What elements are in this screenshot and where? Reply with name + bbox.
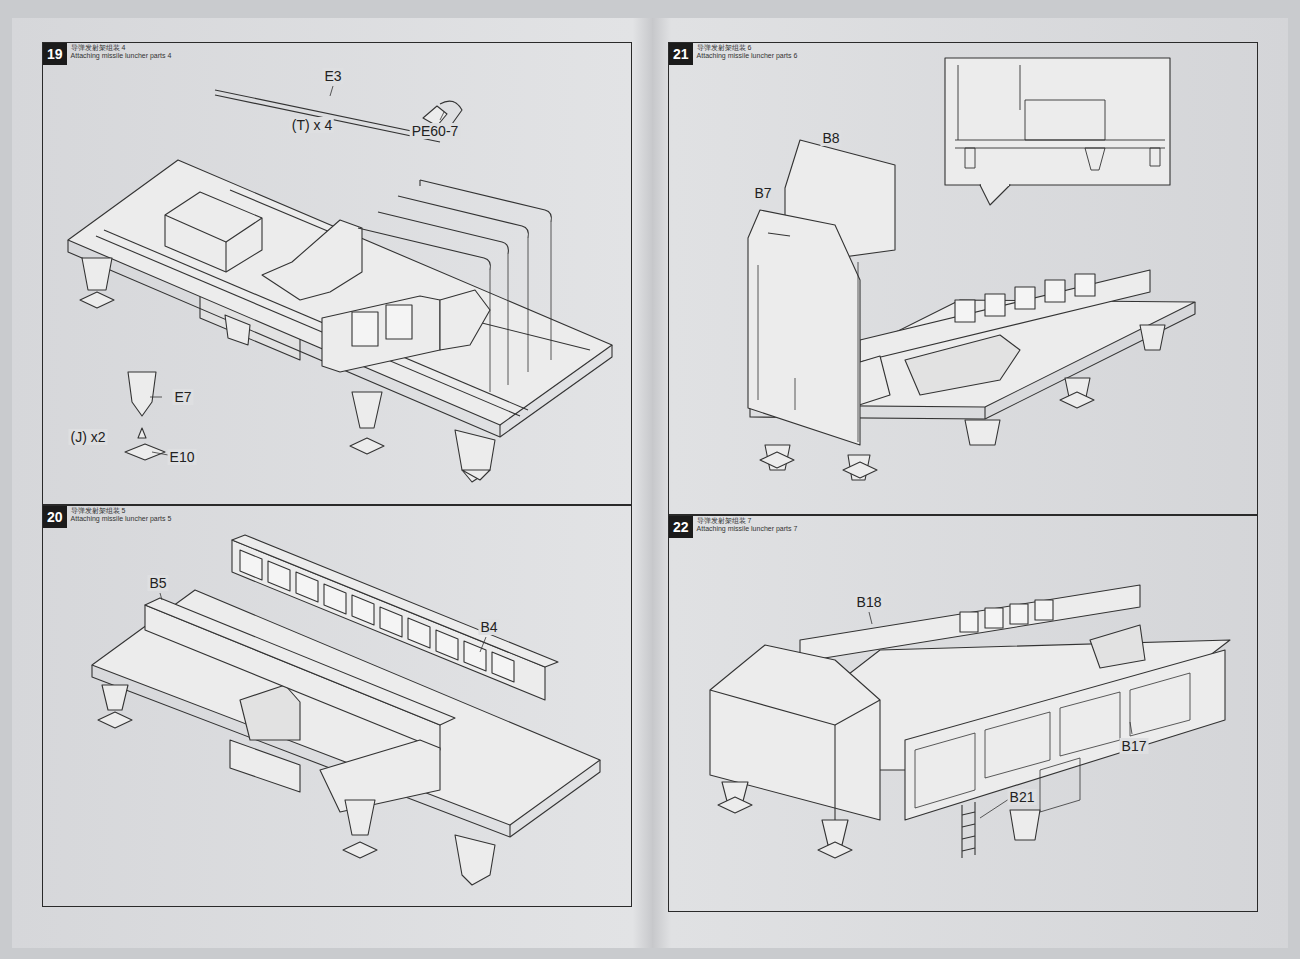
- step-header: 19导弹发射架组装 4Attaching missile luncher par…: [43, 43, 171, 65]
- part-label: PE60-7: [410, 123, 461, 139]
- part-label: E10: [168, 449, 197, 465]
- step-title-en: Attaching missile luncher parts 5: [71, 515, 172, 523]
- part-label: (T) x 4: [290, 117, 334, 133]
- part-label: B17: [1120, 738, 1149, 754]
- step-title-en: Attaching missile luncher parts 4: [71, 52, 172, 60]
- part-label: B21: [1008, 789, 1037, 805]
- step-title: 导弹发射架组装 7Attaching missile luncher parts…: [697, 516, 798, 533]
- step-panel: 22导弹发射架组装 7Attaching missile luncher par…: [668, 515, 1258, 912]
- step-title-cn: 导弹发射架组装 7: [697, 517, 798, 525]
- step-number: 20: [43, 506, 67, 528]
- step-title-cn: 导弹发射架组装 6: [697, 44, 798, 52]
- step-title-cn: 导弹发射架组装 5: [71, 507, 172, 515]
- step-number: 22: [669, 516, 693, 538]
- part-label: E3: [322, 68, 343, 84]
- part-label: E7: [172, 389, 193, 405]
- step-header: 20导弹发射架组装 5Attaching missile luncher par…: [43, 506, 171, 528]
- step-title-en: Attaching missile luncher parts 7: [697, 525, 798, 533]
- step-title: 导弹发射架组装 6Attaching missile luncher parts…: [697, 43, 798, 60]
- part-label: B5: [147, 575, 168, 591]
- step-title-cn: 导弹发射架组装 4: [71, 44, 172, 52]
- step-title: 导弹发射架组装 5Attaching missile luncher parts…: [71, 506, 172, 523]
- part-label: B8: [820, 130, 841, 146]
- step-panel: 19导弹发射架组装 4Attaching missile luncher par…: [42, 42, 632, 505]
- step-title: 导弹发射架组装 4Attaching missile luncher parts…: [71, 43, 172, 60]
- step-header: 22导弹发射架组装 7Attaching missile luncher par…: [669, 516, 797, 538]
- part-label: B4: [478, 619, 499, 635]
- step-panel: 21导弹发射架组装 6Attaching missile luncher par…: [668, 42, 1258, 515]
- part-label: B18: [855, 594, 884, 610]
- part-label: (J) x2: [69, 429, 108, 445]
- step-number: 19: [43, 43, 67, 65]
- part-label: B7: [752, 185, 773, 201]
- step-title-en: Attaching missile luncher parts 6: [697, 52, 798, 60]
- step-number: 21: [669, 43, 693, 65]
- step-header: 21导弹发射架组装 6Attaching missile luncher par…: [669, 43, 797, 65]
- step-panel: 20导弹发射架组装 5Attaching missile luncher par…: [42, 505, 632, 907]
